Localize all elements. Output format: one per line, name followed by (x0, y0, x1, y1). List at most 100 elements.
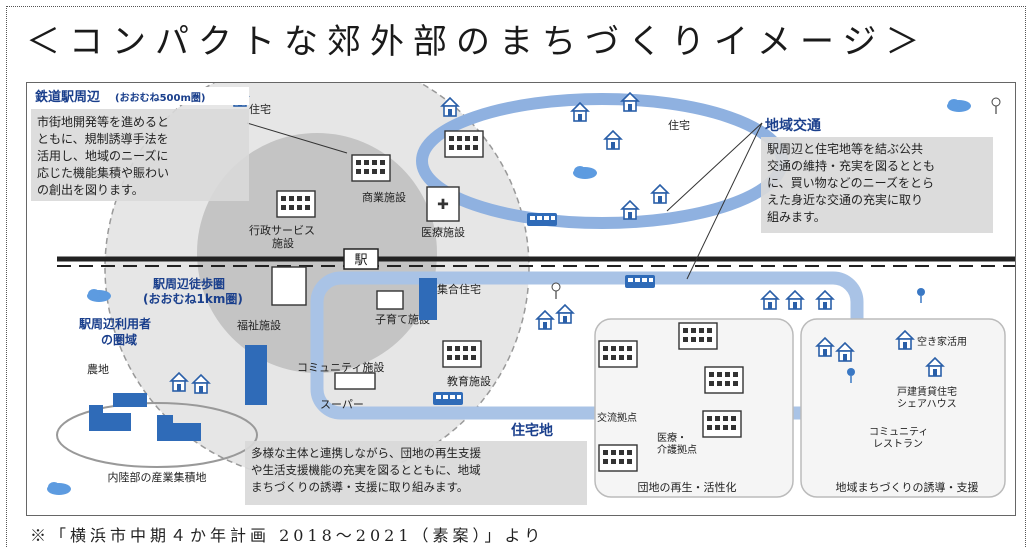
factory-icon (157, 415, 201, 441)
local-transport-heading: 地域交通 (765, 117, 821, 134)
tree-icon (916, 287, 926, 304)
building-icon (276, 190, 316, 218)
svg-text:の創出を図ります。: の創出を図ります。 (37, 183, 144, 197)
diagram-panel: 駅 内陸部の産業集積地 団地の再生・活性化 地域まちづくりの誘導・支援 商業施設… (26, 82, 1016, 516)
residential-text: 多様な主体と連携しながら、団地の再生支援 や生活支援機能の充実を図るとともに、地… (251, 446, 481, 494)
svg-text:えた身近な交通の充実に取り: えた身近な交通の充実に取り (767, 192, 923, 207)
callout-line (686, 122, 763, 280)
svg-text:応じた機能集積や賑わい: 応じた機能集積や賑わい (37, 165, 169, 180)
callout-line (246, 122, 348, 154)
factory-icon (113, 393, 147, 407)
childcare-label: 子育て施設 (375, 312, 430, 326)
station-area-text: 市街地開発等を進めると ともに、規制誘導手法を 活用し、地域のニーズに 応じた機… (37, 114, 169, 197)
house-icon (621, 200, 639, 220)
residential-heading: 住宅地 (511, 422, 553, 439)
svg-text:✚: ✚ (437, 197, 449, 213)
tree-icon (991, 97, 1001, 115)
station-area-heading-sub: (おおむね500m圏) (115, 92, 205, 104)
svg-text:ともに、規制誘導手法を: ともに、規制誘導手法を (37, 131, 169, 146)
source-note: ※「横浜市中期４か年計画 2018～2021（素案）」より (30, 526, 545, 545)
apartment-label: 集合住宅 (437, 282, 481, 296)
hospital-icon (426, 186, 460, 222)
bus-icon (625, 275, 655, 288)
house-icon (816, 290, 834, 310)
page-title: ＜コンパクトな郊外部のまちづくりイメージ＞ (26, 22, 929, 62)
admin-label-2: 施設 (272, 236, 294, 250)
supermarket-label: スーパー (320, 398, 364, 411)
childcare-icon (376, 290, 404, 310)
education-label: 教育施設 (447, 374, 491, 388)
welfare-building-icon (271, 266, 307, 306)
vacant-label: 空き家活用 (917, 335, 967, 348)
share-label-1: 戸建賃貸住宅 (897, 385, 957, 398)
building-icon (598, 444, 638, 472)
cloud-icon (47, 482, 71, 495)
svg-text:交通の維持・充実を図るととも: 交通の維持・充実を図るととも (767, 158, 935, 173)
house-icon (786, 290, 804, 310)
admin-label-1: 行政サービス (249, 223, 315, 237)
cloud-icon (573, 166, 597, 179)
svg-text:まちづくりの誘導・支援に取り組みます。: まちづくりの誘導・支援に取り組みます。 (251, 480, 468, 494)
local-dev-area (800, 318, 1006, 498)
factory-icon (89, 405, 131, 431)
danchi-area (594, 318, 794, 498)
station-area-circle (197, 133, 437, 373)
care-label-1: 医療・ (657, 431, 687, 444)
svg-text:駅周辺と住宅地等を結ぶ公共: 駅周辺と住宅地等を結ぶ公共 (767, 141, 923, 156)
station-area-textbox (31, 109, 249, 201)
house-icon (761, 290, 779, 310)
walk-area-label-2: (おおむね1km圏) (143, 292, 243, 306)
comm-rest-label-1: コミュニティ (869, 427, 928, 438)
share-label-2: シェアハウス (897, 398, 957, 410)
svg-text:多様な主体と連携しながら、団地の再生支援: 多様な主体と連携しながら、団地の再生支援 (251, 446, 481, 460)
residential-textbox (245, 441, 587, 505)
svg-text:市街地開発等を進めると: 市街地開発等を進めると (37, 114, 169, 129)
local-transport-text: 駅周辺と住宅地等を結ぶ公共 交通の維持・充実を図るととも に、買い物などのニーズ… (767, 141, 935, 224)
building-icon (245, 345, 267, 405)
local-dev-label: 地域まちづくりの誘導・支援 (836, 480, 979, 494)
care-label-2: 介護拠点 (657, 443, 697, 456)
house-icon (651, 184, 669, 204)
danchi-label: 団地の再生・活性化 (638, 480, 737, 494)
building-icon (351, 154, 391, 182)
comm-rest-label-2: レストラン (873, 438, 923, 450)
welfare-label: 福祉施設 (237, 318, 281, 332)
building-icon (702, 410, 742, 438)
bus-icon (527, 213, 557, 226)
outer-frame (6, 6, 1026, 547)
svg-text:に、買い物などのニーズをとら: に、買い物などのニーズをとら (767, 175, 934, 190)
bus-icon (433, 392, 463, 405)
station-area-heading: 鉄道駅周辺 (35, 89, 100, 105)
station-label: 駅 (354, 253, 367, 268)
community-label: コミュニティ施設 (297, 360, 384, 374)
industry-label: 内陸部の産業集積地 (108, 470, 207, 484)
commercial-label: 商業施設 (362, 190, 406, 204)
user-area-label-1: 駅周辺利用者 (78, 316, 151, 331)
industry-area (56, 402, 258, 468)
local-transport-textbox (761, 137, 993, 233)
svg-text:や生活支援機能の充実を図るとともに、地域: や生活支援機能の充実を図るとともに、地域 (251, 463, 481, 477)
user-area-label-2: の圏域 (101, 332, 137, 347)
building-icon (444, 130, 484, 158)
town-diagram: 駅 内陸部の産業集積地 団地の再生・活性化 地域まちづくりの誘導・支援 商業施設… (31, 83, 1015, 505)
building-icon (598, 340, 638, 368)
svg-text:組みます。: 組みます。 (767, 210, 826, 224)
cloud-icon (947, 99, 971, 112)
house-icon (571, 102, 589, 122)
supermarket-icon (334, 372, 376, 390)
building-icon (678, 322, 718, 350)
walk-area-label-1: 駅周辺徒歩圏 (152, 276, 225, 291)
station-marker (343, 248, 379, 270)
school-icon (442, 340, 482, 368)
house-icon (556, 304, 574, 324)
tree-icon (551, 282, 561, 300)
house-label-2: 住宅 (668, 118, 690, 132)
house-icon (536, 310, 554, 330)
building-icon (704, 366, 744, 394)
house-label-1: 住宅 (249, 102, 271, 116)
exchange-label: 交流拠点 (597, 411, 637, 424)
house-icon (604, 130, 622, 150)
svg-text:活用し、地域のニーズに: 活用し、地域のニーズに (37, 148, 168, 163)
farmland-label: 農地 (87, 362, 109, 376)
medical-label: 医療施設 (421, 225, 465, 239)
